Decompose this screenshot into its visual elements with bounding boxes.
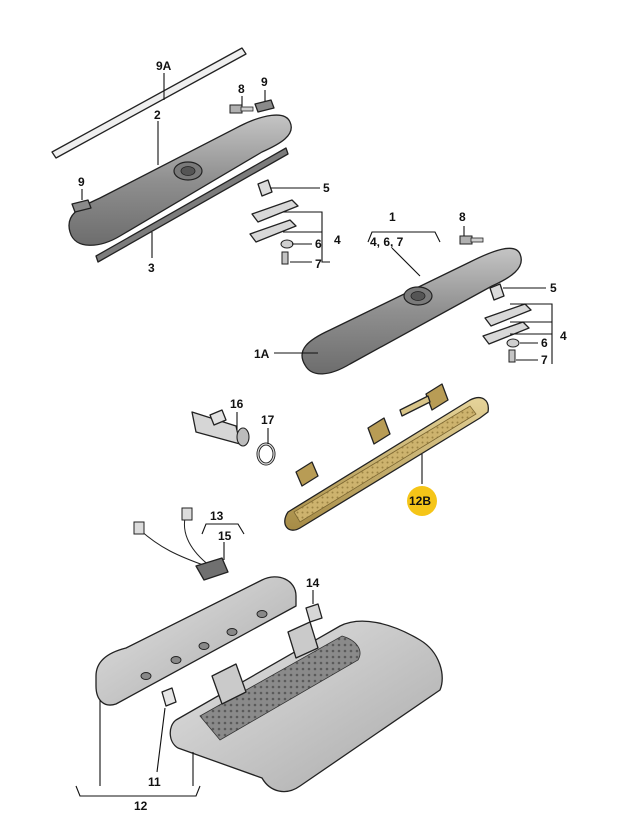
label-4-6-7: 4, 6, 7 bbox=[370, 235, 404, 249]
washer-6-upper bbox=[280, 239, 294, 249]
bracket-4-upper bbox=[249, 199, 299, 243]
label-3: 3 bbox=[148, 261, 155, 275]
label-17: 17 bbox=[261, 413, 275, 427]
label-9-upper: 9 bbox=[261, 75, 268, 89]
trim-panel-1A bbox=[301, 247, 522, 375]
housing-12-base bbox=[95, 576, 297, 706]
mounting-tabs bbox=[211, 621, 319, 705]
label-4-middle: 4 bbox=[560, 329, 567, 343]
screw-7-middle bbox=[508, 349, 516, 363]
highlight-badge-12B bbox=[407, 486, 437, 516]
connector-15 bbox=[195, 557, 229, 581]
label-8-upper: 8 bbox=[238, 82, 245, 96]
clip-5-upper bbox=[257, 179, 273, 197]
label-9-left: 9 bbox=[78, 175, 85, 189]
wiring-harness-13 bbox=[133, 507, 211, 567]
bracket-4-middle bbox=[482, 303, 532, 345]
label-6-upper: 6 bbox=[315, 237, 322, 251]
seal-ring-17 bbox=[256, 442, 276, 466]
label-7-upper: 7 bbox=[315, 257, 322, 271]
label-4-upper: 4 bbox=[334, 233, 341, 247]
label-1A: 1A bbox=[254, 347, 270, 361]
leader-lines bbox=[75, 73, 553, 797]
label-7-middle: 7 bbox=[541, 353, 548, 367]
label-16: 16 bbox=[230, 397, 244, 411]
label-6-middle: 6 bbox=[541, 336, 548, 350]
clip-14 bbox=[305, 603, 323, 623]
label-8-middle: 8 bbox=[459, 210, 466, 224]
bulb-socket-16 bbox=[191, 409, 250, 447]
label-2: 2 bbox=[154, 108, 161, 122]
label-12B: 12B bbox=[409, 494, 431, 508]
seal-strip-3 bbox=[95, 147, 289, 263]
pad-9-left bbox=[71, 199, 92, 213]
clip-5-middle bbox=[489, 283, 505, 301]
bulb-11 bbox=[161, 687, 177, 707]
screw-8-middle bbox=[459, 235, 484, 245]
label-5-middle: 5 bbox=[550, 281, 557, 295]
seal-strip-9A bbox=[51, 47, 247, 159]
trim-panel-2 bbox=[68, 114, 292, 246]
screw-8-upper bbox=[229, 104, 254, 114]
label-14: 14 bbox=[306, 576, 320, 590]
washer-6-middle bbox=[506, 338, 520, 348]
screw-7-upper bbox=[281, 251, 289, 265]
brake-light-12B bbox=[284, 383, 489, 531]
label-1: 1 bbox=[389, 210, 396, 224]
label-15: 15 bbox=[218, 529, 232, 543]
label-12: 12 bbox=[134, 799, 148, 813]
part-labels: 9A 8 9 2 9 3 5 4 6 7 1 4, 6, 7 8 5 1A 4 … bbox=[78, 59, 567, 813]
housing-12-lens bbox=[169, 620, 443, 793]
label-11: 11 bbox=[148, 775, 161, 789]
label-13: 13 bbox=[210, 509, 224, 523]
label-9A: 9A bbox=[156, 59, 172, 73]
pad-9-upper bbox=[254, 99, 275, 113]
label-5-upper: 5 bbox=[323, 181, 330, 195]
lamp-sockets bbox=[140, 610, 268, 680]
